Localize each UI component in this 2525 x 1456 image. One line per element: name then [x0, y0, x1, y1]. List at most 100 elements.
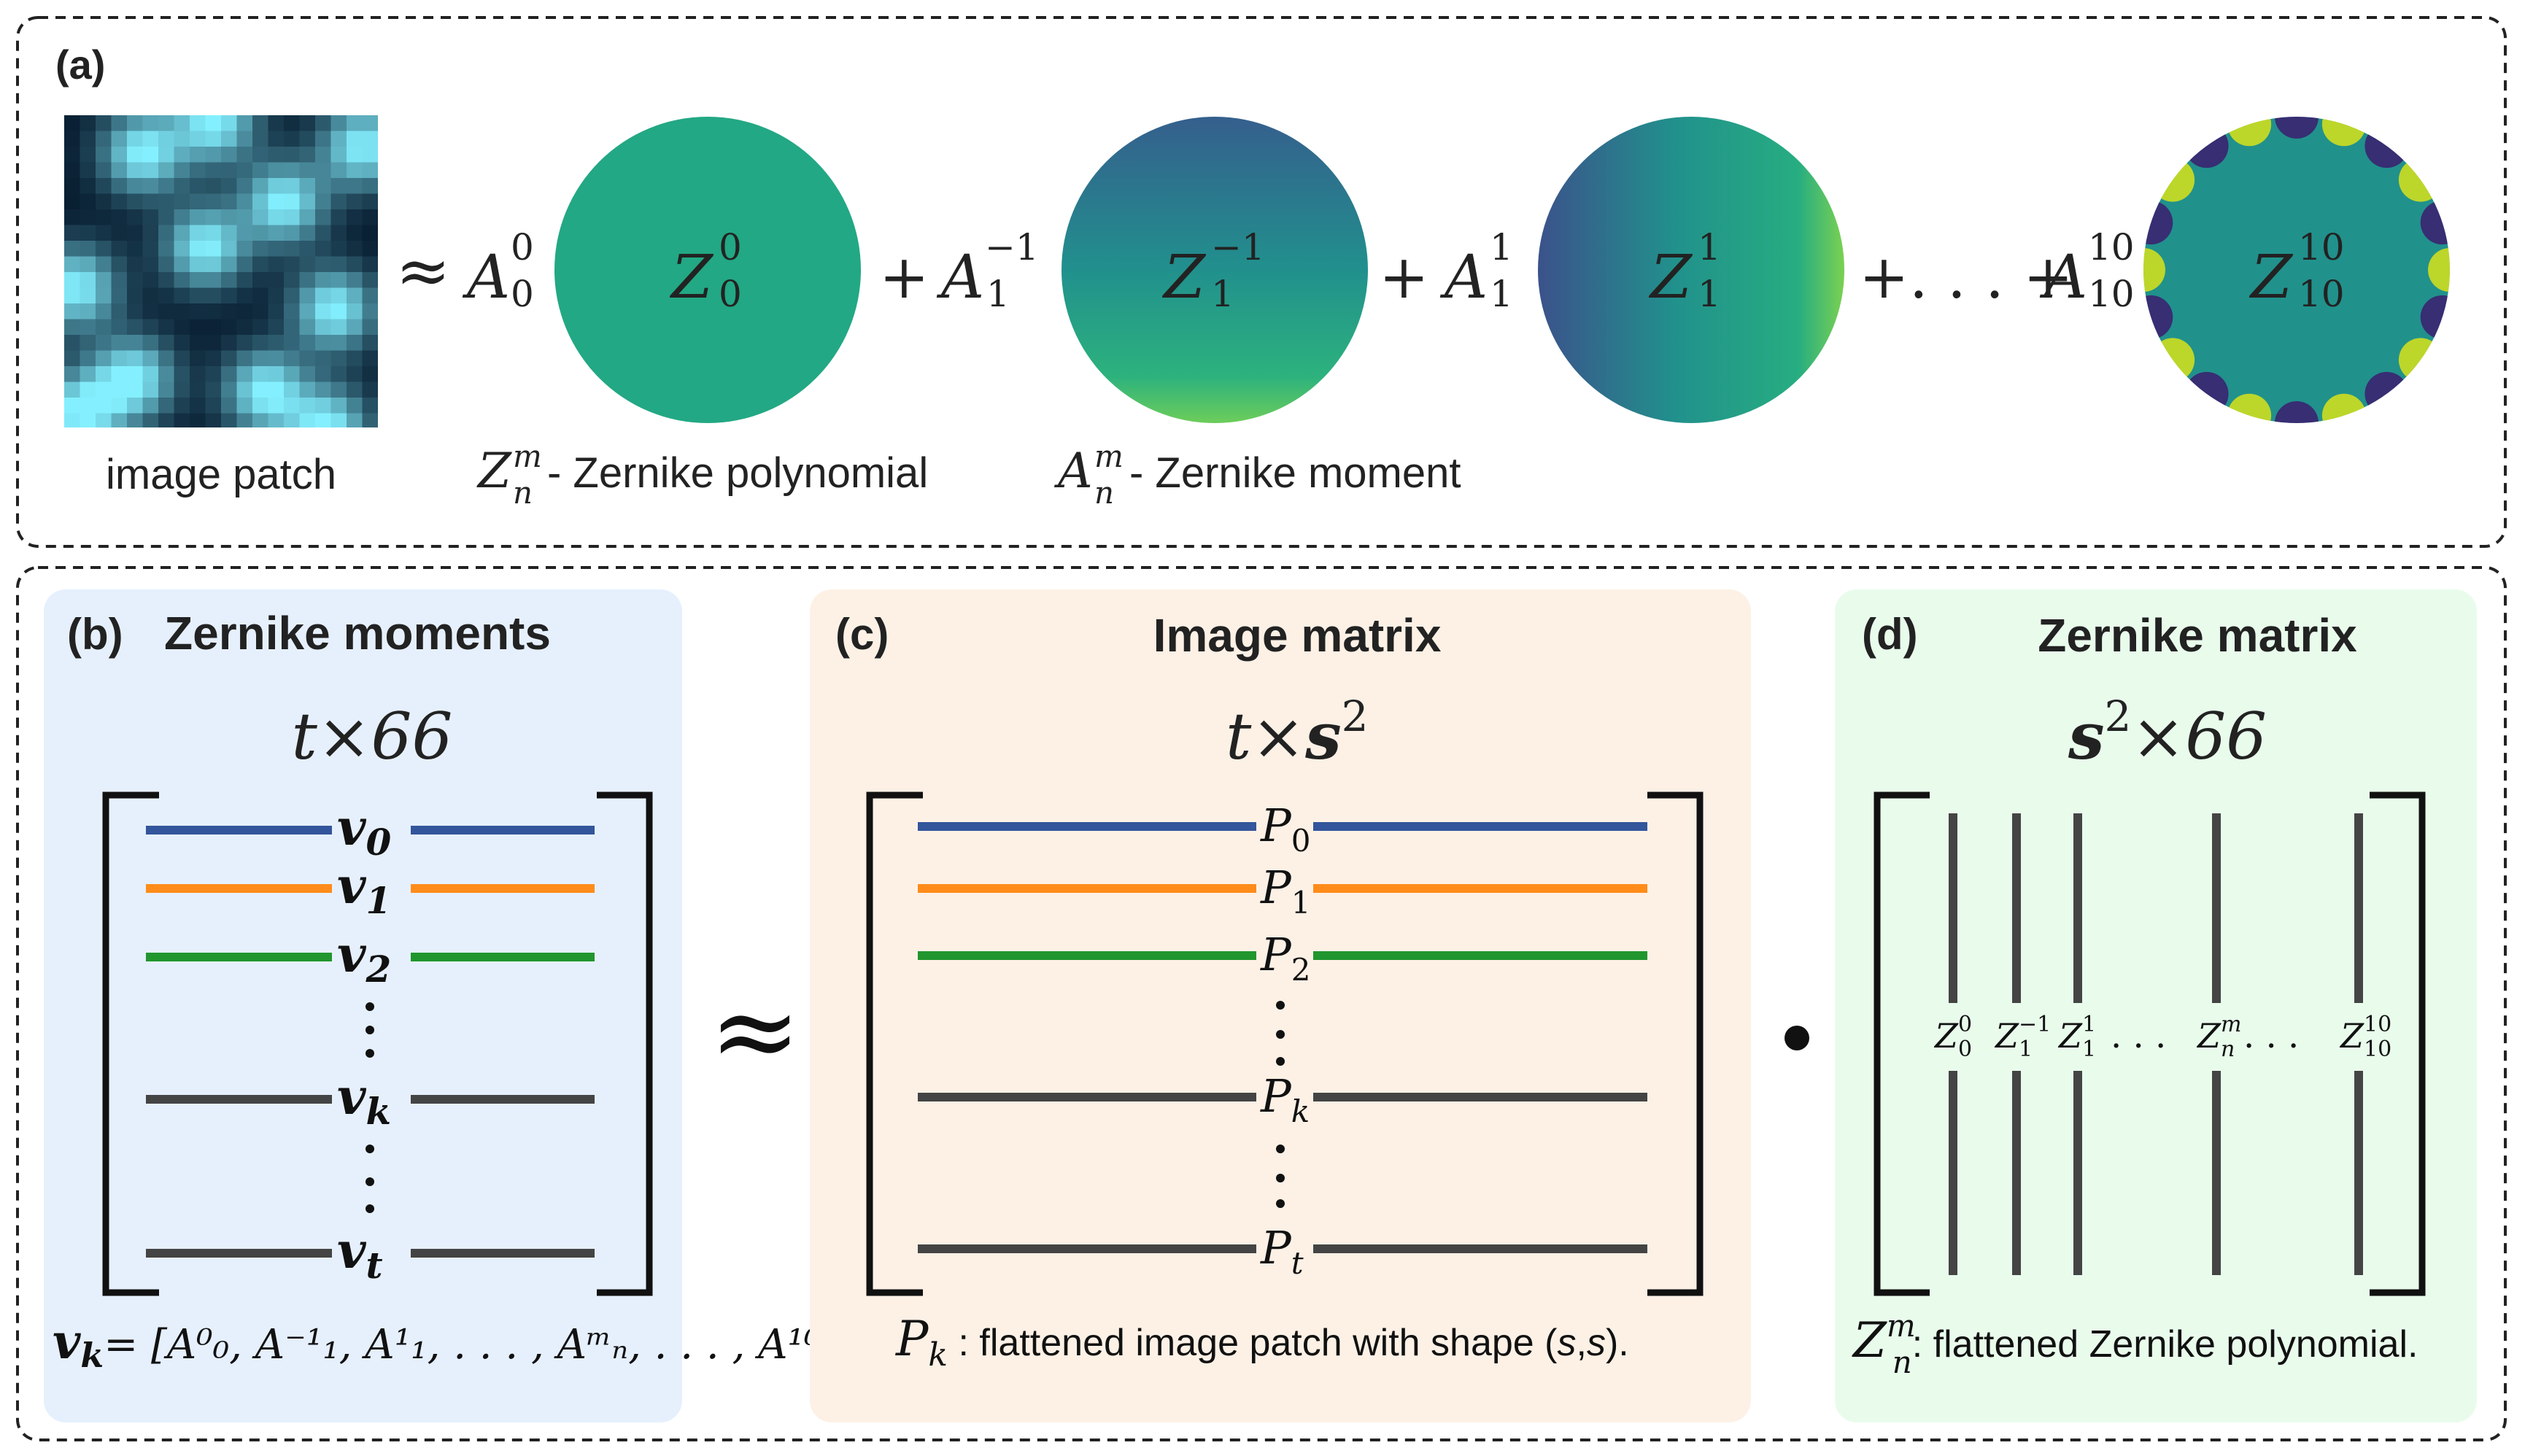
image-patch-pixel — [142, 287, 159, 304]
coef-a00: A — [462, 243, 510, 312]
image-patch-pixel — [142, 225, 159, 241]
image-patch-pixel — [111, 366, 128, 383]
svg-text:m: m — [2221, 1012, 2241, 1037]
image-patch-pixel — [142, 147, 159, 163]
image-patch-pixel — [158, 162, 175, 179]
image-patch-pixel — [221, 272, 238, 289]
row-pk: Pk — [918, 1069, 1647, 1129]
image-patch-pixel — [80, 162, 96, 179]
coef-a00-sup: 0 — [511, 226, 534, 268]
image-patch-pixel — [252, 162, 269, 179]
svg-text:1: 1 — [2082, 1037, 2096, 1062]
image-patch-pixel — [236, 115, 253, 132]
image-patch-pixel — [64, 209, 81, 226]
image-patch-pixel — [362, 209, 378, 226]
image-patch-pixel — [330, 319, 347, 336]
image-patch-pixel — [362, 287, 378, 304]
image-patch-pixel — [127, 287, 144, 304]
zernike-circle-z1010 — [2143, 117, 2450, 423]
image-patch-pixel — [127, 225, 144, 241]
svg-text:v1: v1 — [337, 857, 391, 922]
image-patch-pixel — [315, 287, 332, 304]
image-patch-pixel — [315, 366, 332, 383]
image-patch-pixel — [347, 241, 363, 257]
vk-sub: k — [366, 1090, 392, 1133]
image-patch-pixel — [347, 147, 363, 163]
poly-z00-sup: 0 — [719, 226, 742, 268]
row-p2: P2 — [918, 928, 1647, 988]
image-patch-pixel — [299, 241, 316, 257]
image-patch-pixel — [330, 241, 347, 257]
image-patch-pixel — [127, 413, 144, 427]
image-patch-pixel — [127, 382, 144, 398]
image-patch-pixel — [96, 256, 112, 273]
image-patch-pixel — [127, 256, 144, 273]
image-patch-pixel — [252, 115, 269, 132]
image-patch-pixel — [174, 350, 190, 367]
image-patch-pixel — [268, 366, 285, 383]
legend-a-sym: A — [1053, 443, 1093, 499]
image-patch-pixel — [315, 193, 332, 210]
image-patch-pixel — [158, 350, 175, 367]
image-patch-pixel — [111, 225, 128, 241]
image-patch-pixel — [252, 272, 269, 289]
image-patch-pixel — [142, 256, 159, 273]
image-patch-pixel — [347, 303, 363, 320]
panel-d-dims: s2×66 — [2068, 692, 2267, 774]
coef-a1010-sup: 10 — [2088, 226, 2135, 268]
vk-sym: v — [337, 1068, 367, 1126]
svg-text:Z: Z — [2196, 1016, 2222, 1056]
image-patch-pixel — [111, 241, 128, 257]
image-patch-pixel — [142, 350, 159, 367]
z1010-rim-lobe — [2143, 201, 2173, 245]
image-patch-pixel — [330, 131, 347, 147]
term-3: +. . . + A 10 10 Z 10 10 — [1859, 117, 2450, 423]
image-patch-pixel — [252, 193, 269, 210]
image-patch-pixel — [315, 413, 332, 427]
panel-b-bg — [44, 589, 682, 1422]
image-patch-pixel — [205, 319, 222, 336]
coef-a1m1-sub: 1 — [986, 273, 1010, 315]
image-patch-pixel — [252, 256, 269, 273]
svg-text:P1: P1 — [1260, 861, 1310, 921]
zernike-circle-z1m1 — [1062, 117, 1368, 423]
p1-sym: P — [1260, 861, 1292, 914]
z1010-rim-lobe — [2143, 295, 2173, 339]
image-patch-pixel — [284, 350, 301, 367]
image-patch-pixel — [284, 162, 301, 179]
image-patch-pixel — [96, 382, 112, 398]
panel-b-left-bracket — [102, 791, 159, 1296]
image-patch-pixel — [236, 303, 253, 320]
dot-product-sign — [1784, 1026, 1809, 1050]
vertical-dots-c1 — [1276, 1001, 1285, 1066]
image-patch-pixel — [142, 178, 159, 195]
image-patch-pixel — [330, 398, 347, 414]
image-patch-pixel — [268, 413, 285, 427]
term-2: + A 1 1 Z 1 1 — [1379, 117, 1844, 423]
image-patch-pixel — [252, 413, 269, 427]
image-patch-pixel — [347, 115, 363, 132]
image-patch-pixel — [299, 398, 316, 414]
image-patch-pixel — [284, 209, 301, 226]
pk-sub: k — [1291, 1093, 1310, 1129]
panel-b-dims: t×66 — [291, 699, 452, 774]
vt-sub: t — [366, 1244, 383, 1287]
image-patch-pixel — [252, 147, 269, 163]
image-patch-pixel — [252, 131, 269, 147]
z1010-rim-lobe — [2428, 248, 2450, 292]
image-patch-pixel — [362, 398, 378, 414]
image-patch-pixel — [315, 209, 332, 226]
image-patch-pixel — [236, 147, 253, 163]
z1010-rim-lobe — [2275, 117, 2319, 139]
image-patch-pixel — [299, 366, 316, 383]
image-patch-pixel — [205, 131, 222, 147]
panel-d-left-bracket — [1874, 791, 1930, 1296]
image-patch-pixel — [64, 287, 81, 304]
image-patch-pixel — [315, 382, 332, 398]
image-patch-pixel — [315, 350, 332, 367]
image-patch-pixel — [142, 162, 159, 179]
image-patch-pixel — [190, 350, 206, 367]
image-patch-pixel — [347, 350, 363, 367]
image-patch-pixel — [330, 147, 347, 163]
image-patch-pixel — [347, 366, 363, 383]
